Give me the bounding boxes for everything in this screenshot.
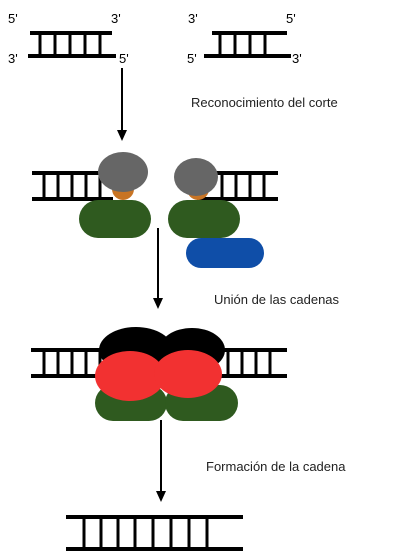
left-top-3-label: 3' xyxy=(111,11,121,26)
top-dna-fragments: 5' 3' 3' 5' 3' 5' 5' 3' xyxy=(8,11,302,66)
left-bottom-5-label: 5' xyxy=(119,51,129,66)
step-joining-label: Unión de las cadenas xyxy=(214,292,340,307)
right-top-3-label: 3' xyxy=(188,11,198,26)
green-protein-left xyxy=(79,200,151,238)
final-dna xyxy=(66,515,243,551)
recognition-stage xyxy=(32,152,278,268)
right-bottom-5-label: 5' xyxy=(187,51,197,66)
joining-stage xyxy=(31,327,287,421)
gray-protein-right xyxy=(174,158,218,196)
red-protein-right xyxy=(154,350,222,398)
down-arrow-icon xyxy=(153,228,163,309)
gray-protein-left xyxy=(98,152,148,192)
down-arrow-icon xyxy=(156,420,166,502)
left-bottom-3-label: 3' xyxy=(8,51,18,66)
right-bottom-3-label: 3' xyxy=(292,51,302,66)
down-arrow-icon xyxy=(117,68,127,141)
left-top-5-label: 5' xyxy=(8,11,18,26)
right-top-5-label: 5' xyxy=(286,11,296,26)
red-protein-left xyxy=(95,351,165,401)
green-protein-right xyxy=(168,200,240,238)
step-formation-label: Formación de la cadena xyxy=(206,459,346,474)
blue-protein xyxy=(186,238,264,268)
step-recognition-label: Reconocimiento del corte xyxy=(191,95,338,110)
